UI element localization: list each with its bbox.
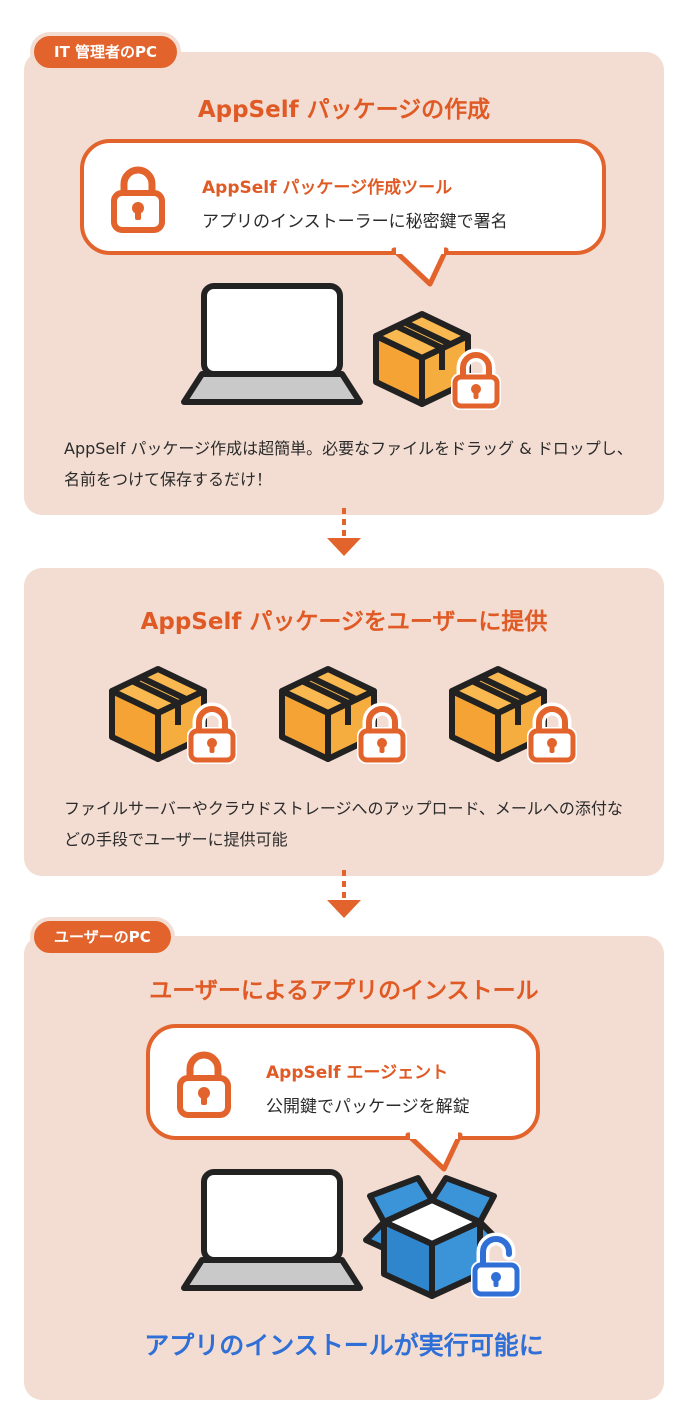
- laptop-icon: [180, 1166, 364, 1296]
- package-tool-bubble: AppSelf パッケージ作成ツール アプリのインストーラーに秘密鍵で署名: [80, 139, 606, 255]
- distribution-title: AppSelf パッケージをユーザーに提供: [0, 602, 688, 636]
- package-creation-title: AppSelf パッケージの作成: [0, 90, 688, 124]
- arrow-down-icon: [324, 506, 364, 558]
- bubble-tail: [390, 246, 450, 288]
- package-tool-title: AppSelf パッケージ作成ツール: [202, 173, 452, 198]
- package-tool-subtitle: アプリのインストーラーに秘密鍵で署名: [202, 207, 508, 232]
- lock-icon: [176, 1048, 232, 1118]
- unlocked-lock-icon: [468, 1232, 524, 1300]
- install-result-text: アプリのインストールが実行可能に: [0, 1326, 688, 1362]
- distribution-description: ファイルサーバーやクラウドストレージへのアップロード、メールへの添付などの手段で…: [64, 793, 634, 855]
- agent-subtitle: 公開鍵でパッケージを解錠: [266, 1092, 470, 1117]
- lock-icon: [524, 702, 580, 766]
- user-pc-badge: ユーザーのPC: [30, 917, 175, 957]
- agent-title: AppSelf エージェント: [266, 1058, 448, 1083]
- laptop-icon: [180, 280, 364, 410]
- arrow-down-icon: [324, 868, 364, 920]
- lock-icon: [110, 163, 166, 233]
- agent-bubble: AppSelf エージェント 公開鍵でパッケージを解錠: [146, 1024, 540, 1140]
- lock-icon: [354, 702, 410, 766]
- lock-icon: [448, 348, 504, 412]
- admin-pc-badge: IT 管理者のPC: [30, 32, 181, 72]
- lock-icon: [184, 702, 240, 766]
- bubble-tail: [404, 1131, 464, 1173]
- user-install-title: ユーザーによるアプリのインストール: [0, 971, 688, 1005]
- package-creation-description: AppSelf パッケージ作成は超簡単。必要なファイルをドラッグ & ドロップし…: [64, 433, 634, 495]
